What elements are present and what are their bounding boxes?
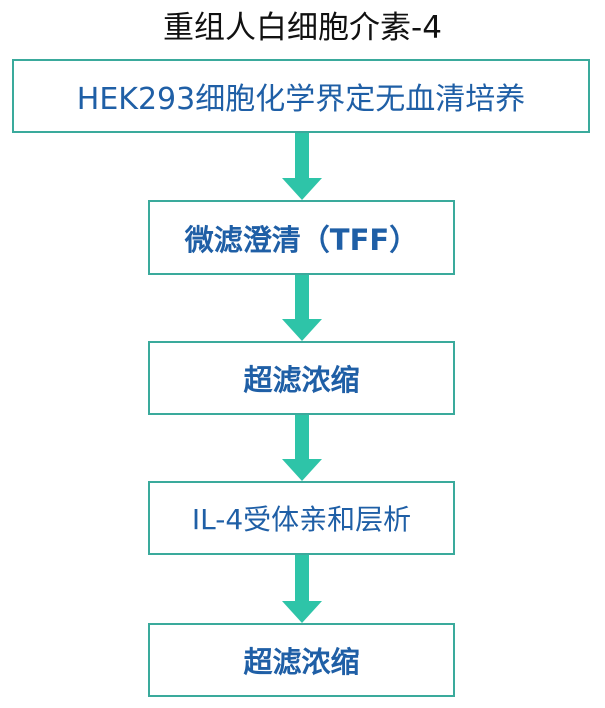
arrow-4-shaft bbox=[295, 555, 309, 601]
step-3-label: 超滤浓缩 bbox=[243, 363, 360, 397]
step-2-label: 微滤澄清（TFF） bbox=[184, 222, 419, 257]
step-1-label: HEK293细胞化学界定无血清培养 bbox=[76, 82, 526, 117]
flow-arrow-1 bbox=[282, 133, 322, 200]
step-2-microfiltration-box: 微滤澄清（TFF） bbox=[148, 200, 455, 275]
arrow-2-head bbox=[282, 319, 322, 341]
flow-arrow-4 bbox=[282, 555, 322, 623]
step-4-affinity-chromatography-box: IL-4受体亲和层析 bbox=[148, 481, 455, 555]
flow-arrow-2 bbox=[282, 275, 322, 341]
arrow-3-head bbox=[282, 459, 322, 481]
step-4-label: IL-4受体亲和层析 bbox=[191, 503, 412, 536]
arrow-3-shaft bbox=[295, 415, 309, 459]
step-5-ultrafiltration-box: 超滤浓缩 bbox=[148, 623, 455, 697]
arrow-1-shaft bbox=[295, 133, 309, 178]
arrow-1-head bbox=[282, 178, 322, 200]
step-3-ultrafiltration-box: 超滤浓缩 bbox=[148, 341, 455, 415]
arrow-4-head bbox=[282, 601, 322, 623]
diagram-title: 重组人白细胞介素-4 bbox=[163, 10, 442, 46]
step-5-label: 超滤浓缩 bbox=[243, 645, 360, 679]
step-1-cell-culture-box: HEK293细胞化学界定无血清培养 bbox=[12, 59, 590, 133]
arrow-2-shaft bbox=[295, 275, 309, 319]
flow-arrow-3 bbox=[282, 415, 322, 481]
